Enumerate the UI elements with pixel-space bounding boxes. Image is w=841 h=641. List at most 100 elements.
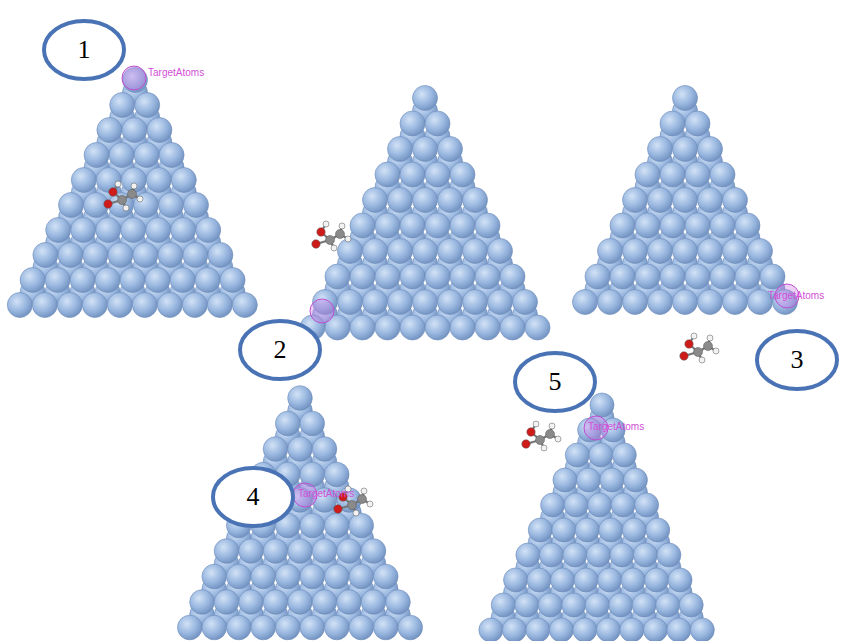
atom [375,213,400,238]
atom [147,118,172,143]
atom [623,188,648,213]
atom [620,618,644,641]
atom [564,493,588,517]
atom [226,564,251,589]
atom [388,290,413,315]
atom [596,618,620,641]
atom [159,193,184,218]
atom [425,162,450,187]
atom [450,162,475,187]
atom [46,218,71,243]
atom [576,468,600,492]
atom [324,564,349,589]
atom [207,293,232,318]
atom [57,293,82,318]
atom [135,93,160,118]
atom [263,590,288,615]
atom [220,268,245,293]
atom [350,264,375,289]
atom [438,290,463,315]
molecule [522,421,561,451]
target-atoms-label: TargetAtoms [298,488,354,499]
atom [553,468,577,492]
callout-circle: 2 [238,319,322,381]
atom [388,188,413,213]
atom [232,293,257,318]
atom [20,268,45,293]
atom [585,264,610,289]
atom [438,188,463,213]
atom [58,243,83,268]
atom [375,264,400,289]
atom [121,218,146,243]
atom [673,290,698,315]
atom [400,213,425,238]
atom [600,468,624,492]
atom [598,290,623,315]
atom [660,264,685,289]
atom [184,193,209,218]
atom [673,239,698,264]
atom [710,264,735,289]
atom [573,290,598,315]
atom [400,162,425,187]
atom [516,543,540,567]
atom [122,118,147,143]
atom [159,143,184,168]
callout-circle: 1 [42,19,126,81]
atom [413,290,438,315]
atom [552,518,576,542]
atom [500,264,525,289]
atom [97,118,122,143]
atom [388,137,413,162]
atom [575,518,599,542]
atom [635,264,660,289]
atom [635,493,659,517]
target-atom-highlight [310,299,334,323]
callout-number: 1 [42,19,126,81]
atom [723,239,748,264]
atom-pyramid [573,86,798,315]
atom [202,564,227,589]
atom [648,137,673,162]
atom-pyramid [177,386,422,640]
atom [735,264,760,289]
atom [275,564,300,589]
atom [33,243,58,268]
target-atoms-label: TargetAtoms [768,290,824,301]
atom [275,615,300,640]
atom [513,290,538,315]
atom [363,188,388,213]
atom [685,264,710,289]
atom [312,437,337,462]
atom [635,162,660,187]
atom [239,539,264,564]
atom [263,437,288,462]
atom [611,493,635,517]
atom [226,615,251,640]
atom [171,168,196,193]
atom [632,593,656,617]
atom [723,188,748,213]
atom [723,290,748,315]
atom [84,143,109,168]
atom [349,564,374,589]
molecule [680,333,719,363]
atom [202,615,227,640]
atom [610,213,635,238]
atom [373,615,398,640]
atom [325,264,350,289]
atom [110,93,135,118]
callout-number: 2 [238,319,322,381]
atom [673,137,698,162]
atom [685,213,710,238]
atom [400,315,425,340]
atom [463,188,488,213]
atom [541,493,565,517]
atom [563,543,587,567]
atom [300,411,325,436]
atom [413,188,438,213]
target-atom-highlight [122,66,146,90]
atom [288,539,313,564]
atom [338,239,363,264]
